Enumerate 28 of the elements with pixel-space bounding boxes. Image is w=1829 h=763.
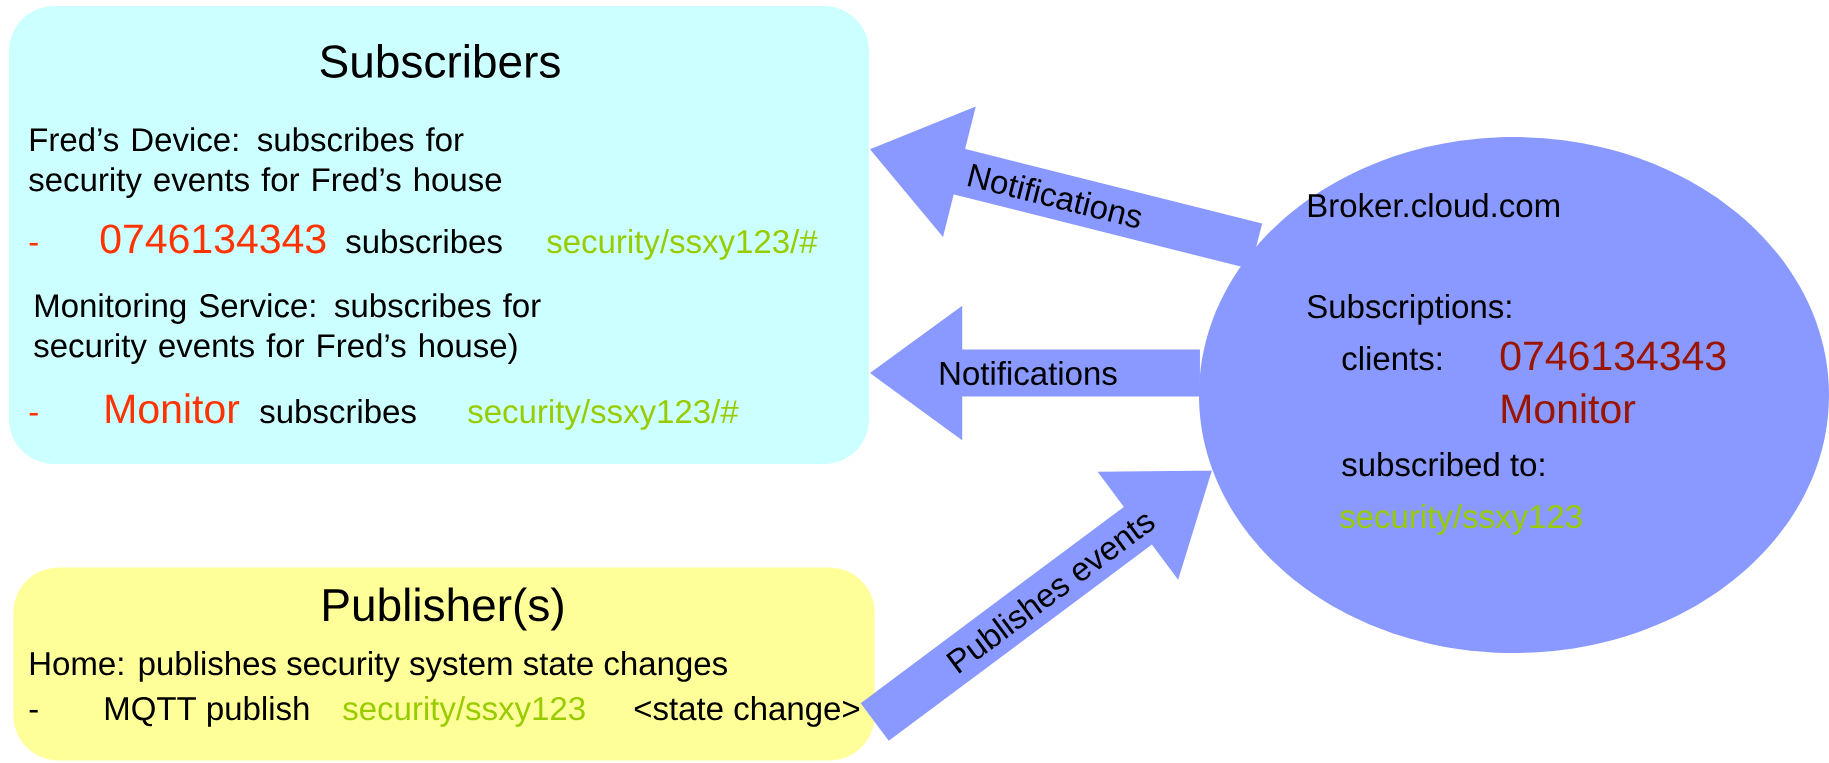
client-id: Monitor [1502, 393, 1636, 424]
action-text: subscribes [260, 399, 416, 424]
panel-heading: Subscribers [320, 44, 560, 78]
edge-label: Notifications [937, 359, 1119, 387]
list-dash: - [29, 242, 38, 246]
topic-text: security/ssxy123/# [468, 399, 739, 430]
description-text: Fred’s Device: subscribes for security events for Fred’s house [29, 127, 502, 198]
payload-text: <state change> [634, 696, 860, 727]
panel-heading: Publisher(s) [324, 587, 563, 631]
publisher-panel [13, 567, 875, 761]
description-text: Monitoring Service: subscribes for security events for Fred’s house) [34, 293, 541, 364]
topic-text: security/ssxy123 [1340, 504, 1582, 535]
client-id: 0746134343 [1500, 341, 1726, 371]
client-id: 0746134343 [100, 224, 326, 254]
list-dash: - [29, 412, 38, 416]
topic-text: security/ssxy123 [343, 696, 585, 727]
topic-text: security/ssxy123/# [547, 229, 818, 260]
client-id: Monitor [106, 393, 240, 424]
broker-name: Broker.cloud.com [1308, 193, 1559, 218]
broker-ellipse [1199, 137, 1829, 653]
list-dash: - [29, 709, 38, 713]
section-heading: Subscriptions: [1307, 294, 1511, 325]
field-label: subscribed to: [1342, 452, 1544, 477]
subscriber-panel [9, 6, 869, 464]
command-text: MQTT publish [105, 696, 309, 727]
action-text: subscribes [346, 229, 502, 254]
field-label: clients: [1342, 346, 1441, 371]
description-text: Home: publishes security system state changes [30, 651, 727, 682]
